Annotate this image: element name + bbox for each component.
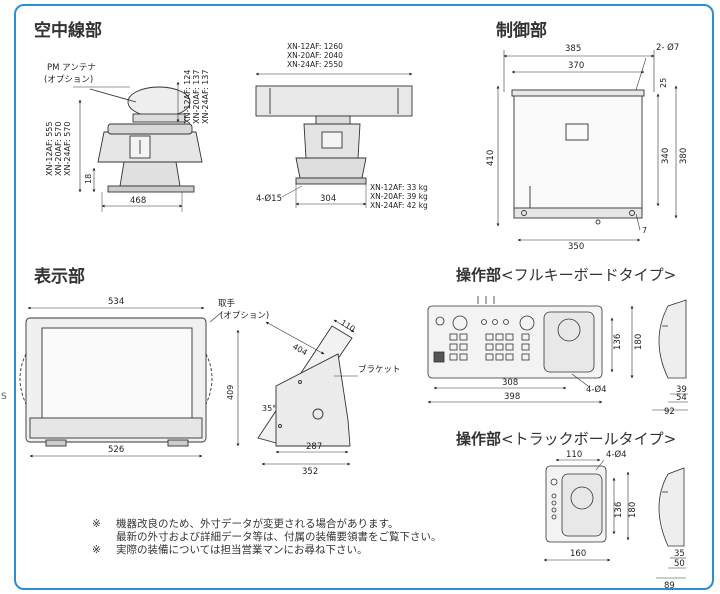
note-row: ※ 機器改良のため、外寸データが変更される場合があります。 [92, 518, 442, 531]
keyboard-side-view [658, 299, 687, 379]
trackball-title-sub: <トラックボールタイプ> [501, 430, 677, 448]
trackball-side-2: 50 [674, 559, 685, 569]
display-angle: 35° [262, 404, 276, 413]
antenna-section-title: 空中線部 [34, 21, 102, 41]
control-holes: 2- Ø7 [656, 42, 679, 53]
keyboard-width-1: 308 [502, 378, 518, 388]
keyboard-section-title: 操作部<フルキーボードタイプ> [456, 264, 676, 285]
display-depth-2: 352 [302, 467, 318, 477]
trackball-top-width: 110 [566, 450, 582, 460]
svg-text:XN-20AF: 137: XN-20AF: 137 [192, 70, 201, 125]
trackball-height-2: 180 [628, 502, 638, 518]
total-height-12: XN-12AF: 555 [45, 122, 54, 177]
control-width-inner: 370 [568, 61, 584, 71]
display-bottom-width: 526 [108, 445, 124, 455]
svg-text:468: 468 [130, 196, 146, 206]
antenna-side-width: 304 [295, 184, 367, 208]
display-height: 409 [226, 385, 235, 400]
length-12: XN-12AF: 1260 [287, 42, 343, 51]
note-text: 機器改良のため、外寸データが変更される場合があります。 [116, 518, 399, 530]
trackball-holes: 4-Ø4 [606, 449, 627, 460]
note-row: ※ 実際の装備については担当営業マンにお尋ね下さい。 [92, 544, 442, 557]
control-inner-height: 340 [661, 148, 671, 164]
total-height-20: XN-20AF: 570 [54, 122, 63, 177]
svg-text:XN-12AF: 124: XN-12AF: 124 [183, 70, 192, 125]
keyboard-side-3: 92 [664, 407, 675, 417]
handle-option: (オプション) [220, 311, 269, 321]
total-height-24: XN-24AF: 570 [63, 122, 72, 177]
keyboard-side-2: 54 [676, 393, 687, 403]
trackball-drawing [545, 465, 607, 543]
display-section-title: 表示部 [34, 267, 85, 287]
control-bottom-depth: 7 [642, 226, 647, 235]
antenna-base-height: 18 [84, 167, 96, 193]
keyboard-title-sub: <フルキーボードタイプ> [501, 266, 677, 284]
display-front-view [19, 317, 213, 447]
keyboard-side-1: 39 [676, 385, 687, 395]
weight-20: XN-20AF: 39 kg [370, 192, 428, 201]
handle-label: 取手 [218, 298, 236, 309]
length-24: XN-24AF: 2550 [287, 60, 343, 69]
keyboard-title-main: 操作部 [456, 266, 502, 284]
control-top-depth: 25 [659, 78, 668, 88]
weight-24: XN-24AF: 42 kg [370, 201, 428, 210]
display-side-view [257, 325, 353, 447]
footnotes: ※ 機器改良のため、外寸データが変更される場合があります。 最新の外寸および詳細デ… [92, 518, 442, 557]
control-unit-drawing [511, 89, 645, 225]
trackball-dims [543, 458, 686, 579]
svg-text:XN-24AF: 137: XN-24AF: 137 [201, 70, 210, 125]
trackball-title-main: 操作部 [456, 430, 502, 448]
control-dims [496, 50, 678, 242]
antenna-radome-heights: XN-12AF: 124 XN-20AF: 137 XN-24AF: 137 [176, 70, 210, 125]
note-mark: ※ [92, 544, 101, 556]
keyboard-holes: 4-Ø4 [586, 384, 607, 395]
display-front-dims [27, 306, 223, 458]
antenna-side-view [255, 85, 413, 185]
pm-antenna-label: PM アンテナ [47, 63, 96, 73]
display-side-dims [236, 319, 358, 466]
svg-text:304: 304 [320, 194, 336, 204]
keyboard-drawing [427, 296, 603, 379]
antenna-front-view [89, 86, 203, 193]
control-bottom-width: 350 [568, 242, 584, 252]
control-width-outer: 385 [565, 44, 581, 54]
bracket-label: ブラケット [358, 364, 401, 375]
note-row: 最新の外寸および詳細データ等は、付属の装備要領書をご覧下さい。 [92, 531, 442, 544]
keyboard-width-2: 398 [504, 392, 520, 402]
display-top-width: 534 [108, 297, 124, 307]
length-20: XN-20AF: 2040 [287, 51, 343, 60]
keyboard-height-1: 136 [613, 334, 623, 350]
keyboard-height-2: 180 [634, 334, 644, 350]
trackball-side-1: 35 [674, 549, 685, 559]
edge-mark: S [1, 392, 7, 402]
svg-text:18: 18 [84, 174, 93, 184]
control-section-title: 制御部 [496, 21, 547, 41]
keyboard-dims [427, 305, 688, 411]
trackball-bottom-width: 160 [570, 549, 586, 559]
control-total-height: 410 [486, 150, 496, 166]
note-mark: ※ [92, 518, 101, 530]
weight-12: XN-12AF: 33 kg [370, 183, 428, 192]
control-right-height: 380 [679, 148, 689, 164]
note-text: 最新の外寸および詳細データ等は、付属の装備要領書をご覧下さい。 [116, 531, 442, 543]
display-depth-1: 287 [306, 442, 322, 452]
antenna-holes: 4-Ø15 [256, 193, 282, 204]
pm-antenna-option: (オプション) [44, 75, 93, 85]
trackball-section-title: 操作部<トラックボールタイプ> [456, 428, 676, 449]
holes-leader [281, 185, 303, 198]
antenna-total-height: XN-12AF: 555 XN-20AF: 570 XN-24AF: 570 [45, 99, 82, 193]
note-text: 実際の装備については担当営業マンにお尋ね下さい。 [116, 544, 368, 556]
trackball-side-3: 89 [664, 581, 675, 591]
antenna-front-width: 468 [101, 192, 183, 212]
trackball-side-view [658, 467, 685, 547]
trackball-height-1: 136 [614, 502, 624, 518]
